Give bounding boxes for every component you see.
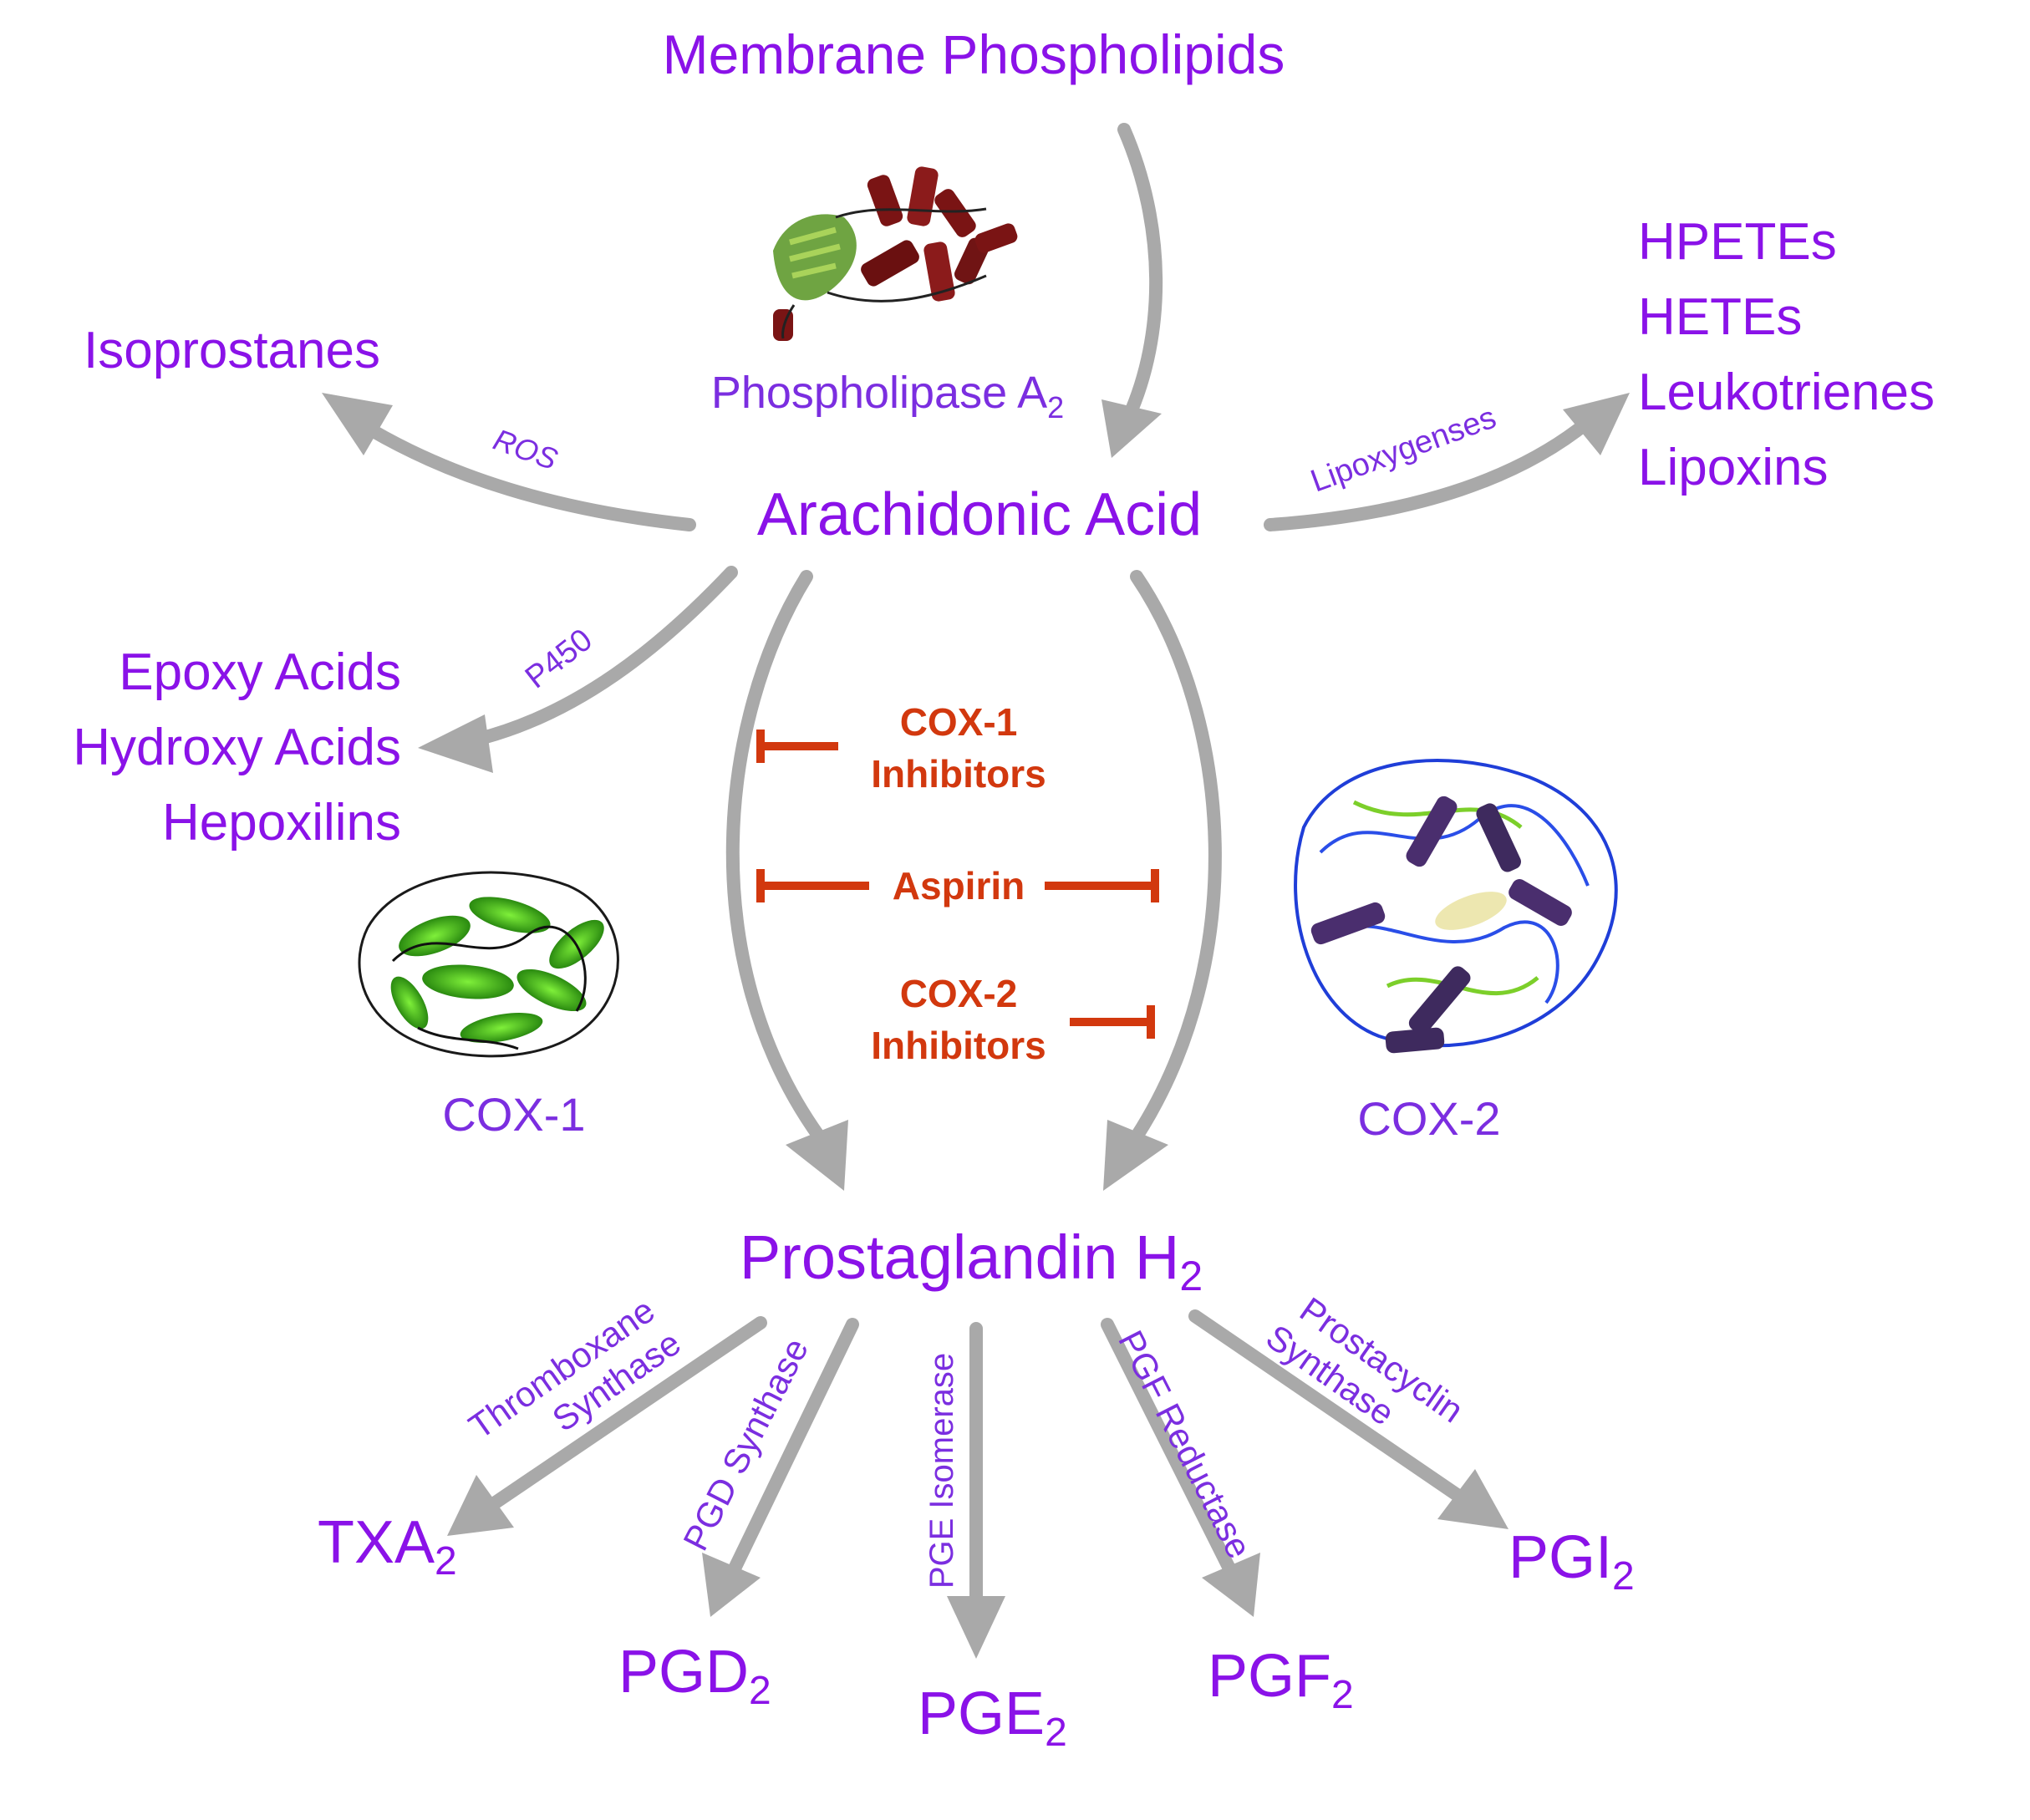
p450-products: Epoxy Acids Hydroxy Acids Hepoxilins [73, 643, 401, 852]
inhibition-bars [756, 730, 1159, 1039]
arrowhead-cox1-path [786, 1120, 848, 1191]
arrow-cox1-path [725, 570, 826, 1143]
arrow-cox2-path [1130, 570, 1222, 1143]
p450-product: Epoxy Acids [119, 643, 401, 701]
lox-product: HETEs [1638, 288, 1802, 346]
lox-product: Lipoxins [1638, 439, 1828, 496]
arrowhead-arachidonic [1101, 399, 1162, 458]
lipoxygenase-products: HPETEs HETEs Leukotrienes Lipoxins [1638, 213, 1935, 496]
arrowhead-lox-products [1563, 393, 1630, 455]
arrowhead-p450-products [418, 714, 493, 773]
isoprostanes-label: Isoprostanes [84, 322, 380, 379]
pgf-reductase-label: PGF Reductase [1111, 1324, 1259, 1565]
arrowhead-pgi [1437, 1469, 1509, 1529]
arrowhead-pgd [702, 1553, 761, 1617]
ros-label: ROS [489, 422, 562, 476]
cox-2-label: COX-2 [1357, 1092, 1500, 1145]
arrowhead-pgf [1202, 1553, 1260, 1617]
pgf2-label: PGF2 [1208, 1643, 1354, 1717]
txa2-label: TXA2 [318, 1509, 457, 1584]
arrow-prostacyclin [1188, 1309, 1465, 1502]
arrowhead-cox2-path [1103, 1120, 1168, 1191]
p450-product: Hepoxilins [162, 794, 401, 852]
arrow-pgd [729, 1318, 859, 1573]
arrows [322, 123, 1630, 1659]
arrowhead-pge [947, 1596, 1005, 1659]
membrane-phospholipids-label: Membrane Phospholipids [663, 23, 1285, 85]
cox1-inhibitors-line1: COX-1 [900, 700, 1018, 744]
pgd2-label: PGD2 [618, 1639, 771, 1713]
arrow-lipoxygenases [1264, 415, 1595, 531]
lox-product: Leukotrienes [1638, 363, 1935, 421]
cox-2-structure [1294, 759, 1618, 1054]
phospholipase-a2-structure [773, 166, 1018, 341]
aspirin-label: Aspirin [893, 864, 1025, 907]
cox2-inhibitors-line1: COX-2 [900, 972, 1018, 1015]
pge-isomerase-label: PGE Isomerase [923, 1353, 960, 1589]
metabolites: Membrane Phospholipids Phospholipase A2 … [73, 23, 1935, 1755]
inhibitor-labels: COX-1 Inhibitors Aspirin COX-2 Inhibitor… [871, 700, 1046, 1067]
prostaglandin-h2-label: Prostaglandin H2 [740, 1223, 1203, 1299]
pgi2-label: PGI2 [1509, 1524, 1635, 1599]
p450-label: P450 [519, 623, 599, 696]
arrow-p450 [470, 566, 738, 746]
cox-1-label: COX-1 [442, 1088, 585, 1141]
arachidonic-acid-label: Arachidonic Acid [757, 481, 1202, 548]
arrow-pgf [1101, 1318, 1235, 1573]
arrow-membrane-to-arachidonic [1117, 123, 1163, 424]
arrowhead-txa [447, 1475, 514, 1536]
arrow-ros [365, 424, 696, 531]
cox2-inhibitors-line2: Inhibitors [871, 1024, 1046, 1067]
arrow-thromboxane [486, 1316, 767, 1511]
cox1-inhibitors-line2: Inhibitors [871, 752, 1046, 796]
lox-product: HPETEs [1638, 213, 1837, 271]
p450-product: Hydroxy Acids [73, 719, 401, 776]
phospholipase-a2-label: Phospholipase A2 [711, 368, 1064, 424]
pge2-label: PGE2 [918, 1680, 1067, 1755]
arrowhead-isoprostanes [322, 393, 393, 455]
cox-1-structure [358, 871, 619, 1058]
